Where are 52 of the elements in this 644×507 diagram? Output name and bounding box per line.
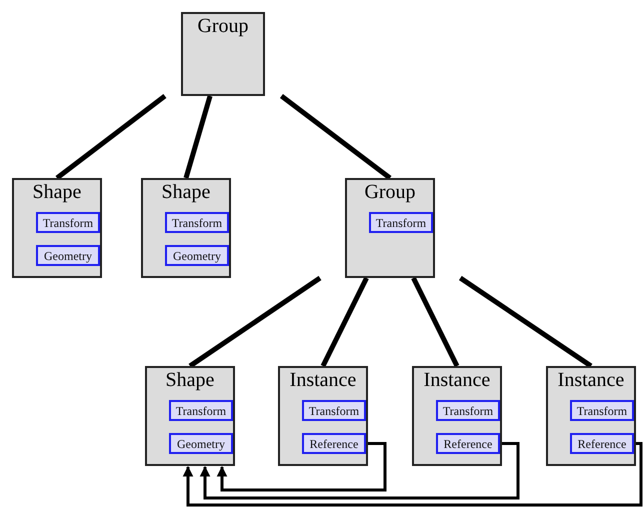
component-box <box>570 433 634 454</box>
component-box <box>302 400 366 421</box>
component-label: Transform <box>576 404 628 418</box>
component-label: Geometry <box>44 248 92 262</box>
component-box <box>36 245 100 266</box>
connector <box>411 276 460 368</box>
component-box <box>165 245 229 266</box>
component-label: Transform <box>442 404 494 418</box>
node-title: Group <box>364 180 416 204</box>
node-box <box>145 366 235 466</box>
node-title: Shape <box>32 180 82 204</box>
component-box <box>165 212 229 233</box>
component-box <box>570 400 634 421</box>
node-title: Instance <box>290 368 356 392</box>
component-label: Reference <box>444 436 492 450</box>
component-label: Reference <box>310 436 358 450</box>
component-box <box>169 433 233 454</box>
connector <box>216 442 386 492</box>
component-label: Geometry <box>173 248 221 262</box>
node-title: Shape <box>162 180 210 204</box>
node-box <box>12 178 102 278</box>
connector <box>200 442 520 500</box>
node-box <box>412 366 502 466</box>
component-box <box>369 212 433 233</box>
component-box <box>436 400 500 421</box>
node-title: Instance <box>424 368 490 392</box>
connector <box>188 276 322 368</box>
connector <box>55 94 166 180</box>
component-label: Transform <box>42 216 94 230</box>
connector <box>184 95 212 179</box>
component-label: Geometry <box>177 436 225 450</box>
connector <box>320 276 369 368</box>
node-box <box>546 366 636 466</box>
node-box <box>278 366 368 466</box>
connector <box>182 442 642 506</box>
connector <box>280 94 392 180</box>
component-box <box>302 433 366 454</box>
node-title: Shape <box>166 368 214 392</box>
node-box <box>345 178 435 278</box>
component-label: Transform <box>176 404 226 418</box>
component-label: Transform <box>376 216 426 230</box>
component-label: Transform <box>308 404 360 418</box>
component-box <box>36 212 100 233</box>
node-title: Group <box>197 14 249 38</box>
node-title: Instance <box>558 368 624 392</box>
connector <box>458 276 592 368</box>
component-box <box>436 433 500 454</box>
component-label: Reference <box>578 436 626 450</box>
component-label: Transform <box>172 216 222 230</box>
component-box <box>169 400 233 421</box>
node-box <box>141 178 231 278</box>
node-box <box>181 12 265 96</box>
